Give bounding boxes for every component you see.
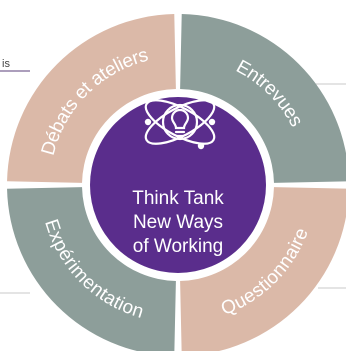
ring-segment-0 xyxy=(7,14,176,183)
ring-segment-2 xyxy=(180,187,346,351)
ring-segments xyxy=(7,14,346,351)
center-circle xyxy=(90,97,266,273)
lightbulb-atom-icon xyxy=(144,99,216,150)
ring-segment-1 xyxy=(180,14,346,183)
center-title-line: Think Tank xyxy=(132,188,224,209)
center-title-line: New Ways xyxy=(133,212,223,233)
center-title-line: of Working xyxy=(133,236,223,257)
cropped-text-fragment: is xyxy=(2,58,10,70)
ring-segment-3 xyxy=(7,187,176,351)
